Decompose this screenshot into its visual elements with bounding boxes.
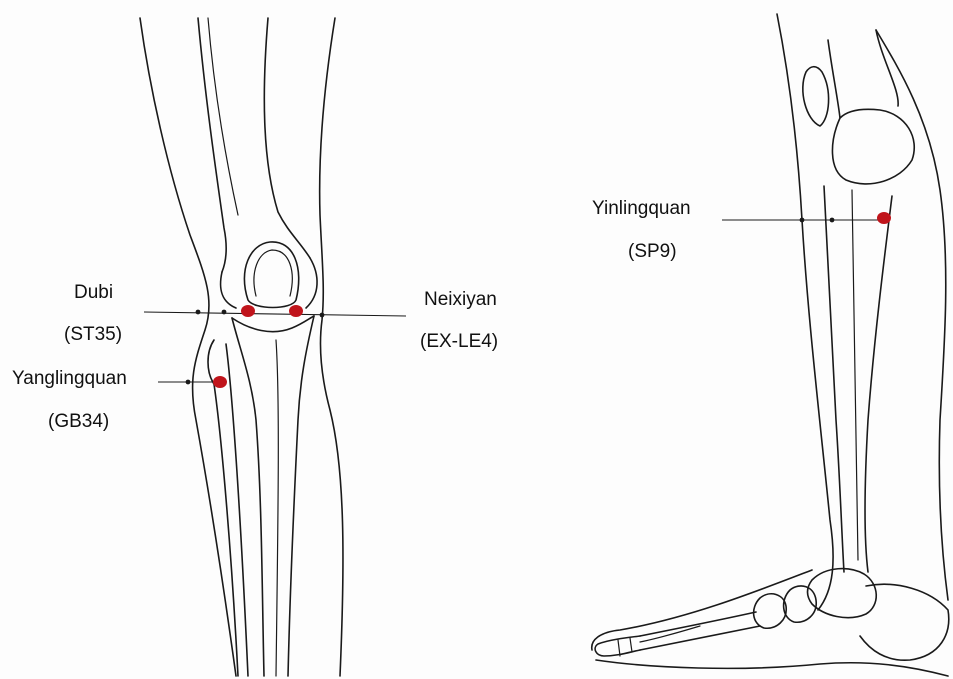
leader-node [320,313,325,318]
femoral-condyle-lateral [221,272,236,308]
acupoint-marker-yanglingquan [213,376,227,388]
phalanges-1 [595,636,640,656]
tibia-crest [276,340,278,676]
femur-right-edge [264,18,310,258]
label-yanglingquan-name: Yanglingquan [12,369,127,388]
metatarsal-1 [640,612,756,636]
fibula-head [208,340,214,384]
acupoint-markers [213,212,891,388]
femoral-condyle-medial [306,258,317,308]
label-dubi-code: (ST35) [64,325,122,344]
leader-node [222,310,227,315]
tibia-right-edge [288,316,314,676]
calcaneus [860,584,949,660]
acupoint-marker-yinlingquan [877,212,891,224]
femur-back [828,40,840,118]
knee-condyle [832,109,914,184]
tibia-plateau [232,316,314,332]
label-neixiyan-code: (EX-LE4) [420,332,498,351]
leader-node [830,218,835,223]
leader-node [186,380,191,385]
tibia-left-edge [232,318,264,676]
dubi-neixiyan-leader [144,312,406,316]
tibia-side-back [824,186,844,572]
label-dubi-name: Dubi [74,283,113,302]
acupoint-marker-dubi [241,305,255,317]
patella-inner [254,250,292,296]
sole-outline [596,660,948,676]
label-yinlingquan-code: (SP9) [628,242,677,261]
label-yanglingquan-code: (GB34) [48,412,109,431]
leader-node [196,310,201,315]
femur-front [876,30,898,106]
acupoint-marker-neixiyan [289,305,303,317]
patella-side [803,67,829,126]
leader-node [800,218,805,223]
tibia-side-front [865,196,892,572]
label-neixiyan-name: Neixiyan [424,290,497,309]
shin-outline [876,30,948,600]
leg-side-view [592,14,949,676]
femur-inner-line [208,18,238,215]
knee-front-view [140,18,343,676]
patella [244,242,298,308]
leg-outline-right [320,18,343,676]
leg-outline-left [140,18,236,676]
label-yinlingquan-name: Yinlingquan [592,199,691,218]
fibula-side [852,190,858,560]
cuneiform [754,594,787,628]
